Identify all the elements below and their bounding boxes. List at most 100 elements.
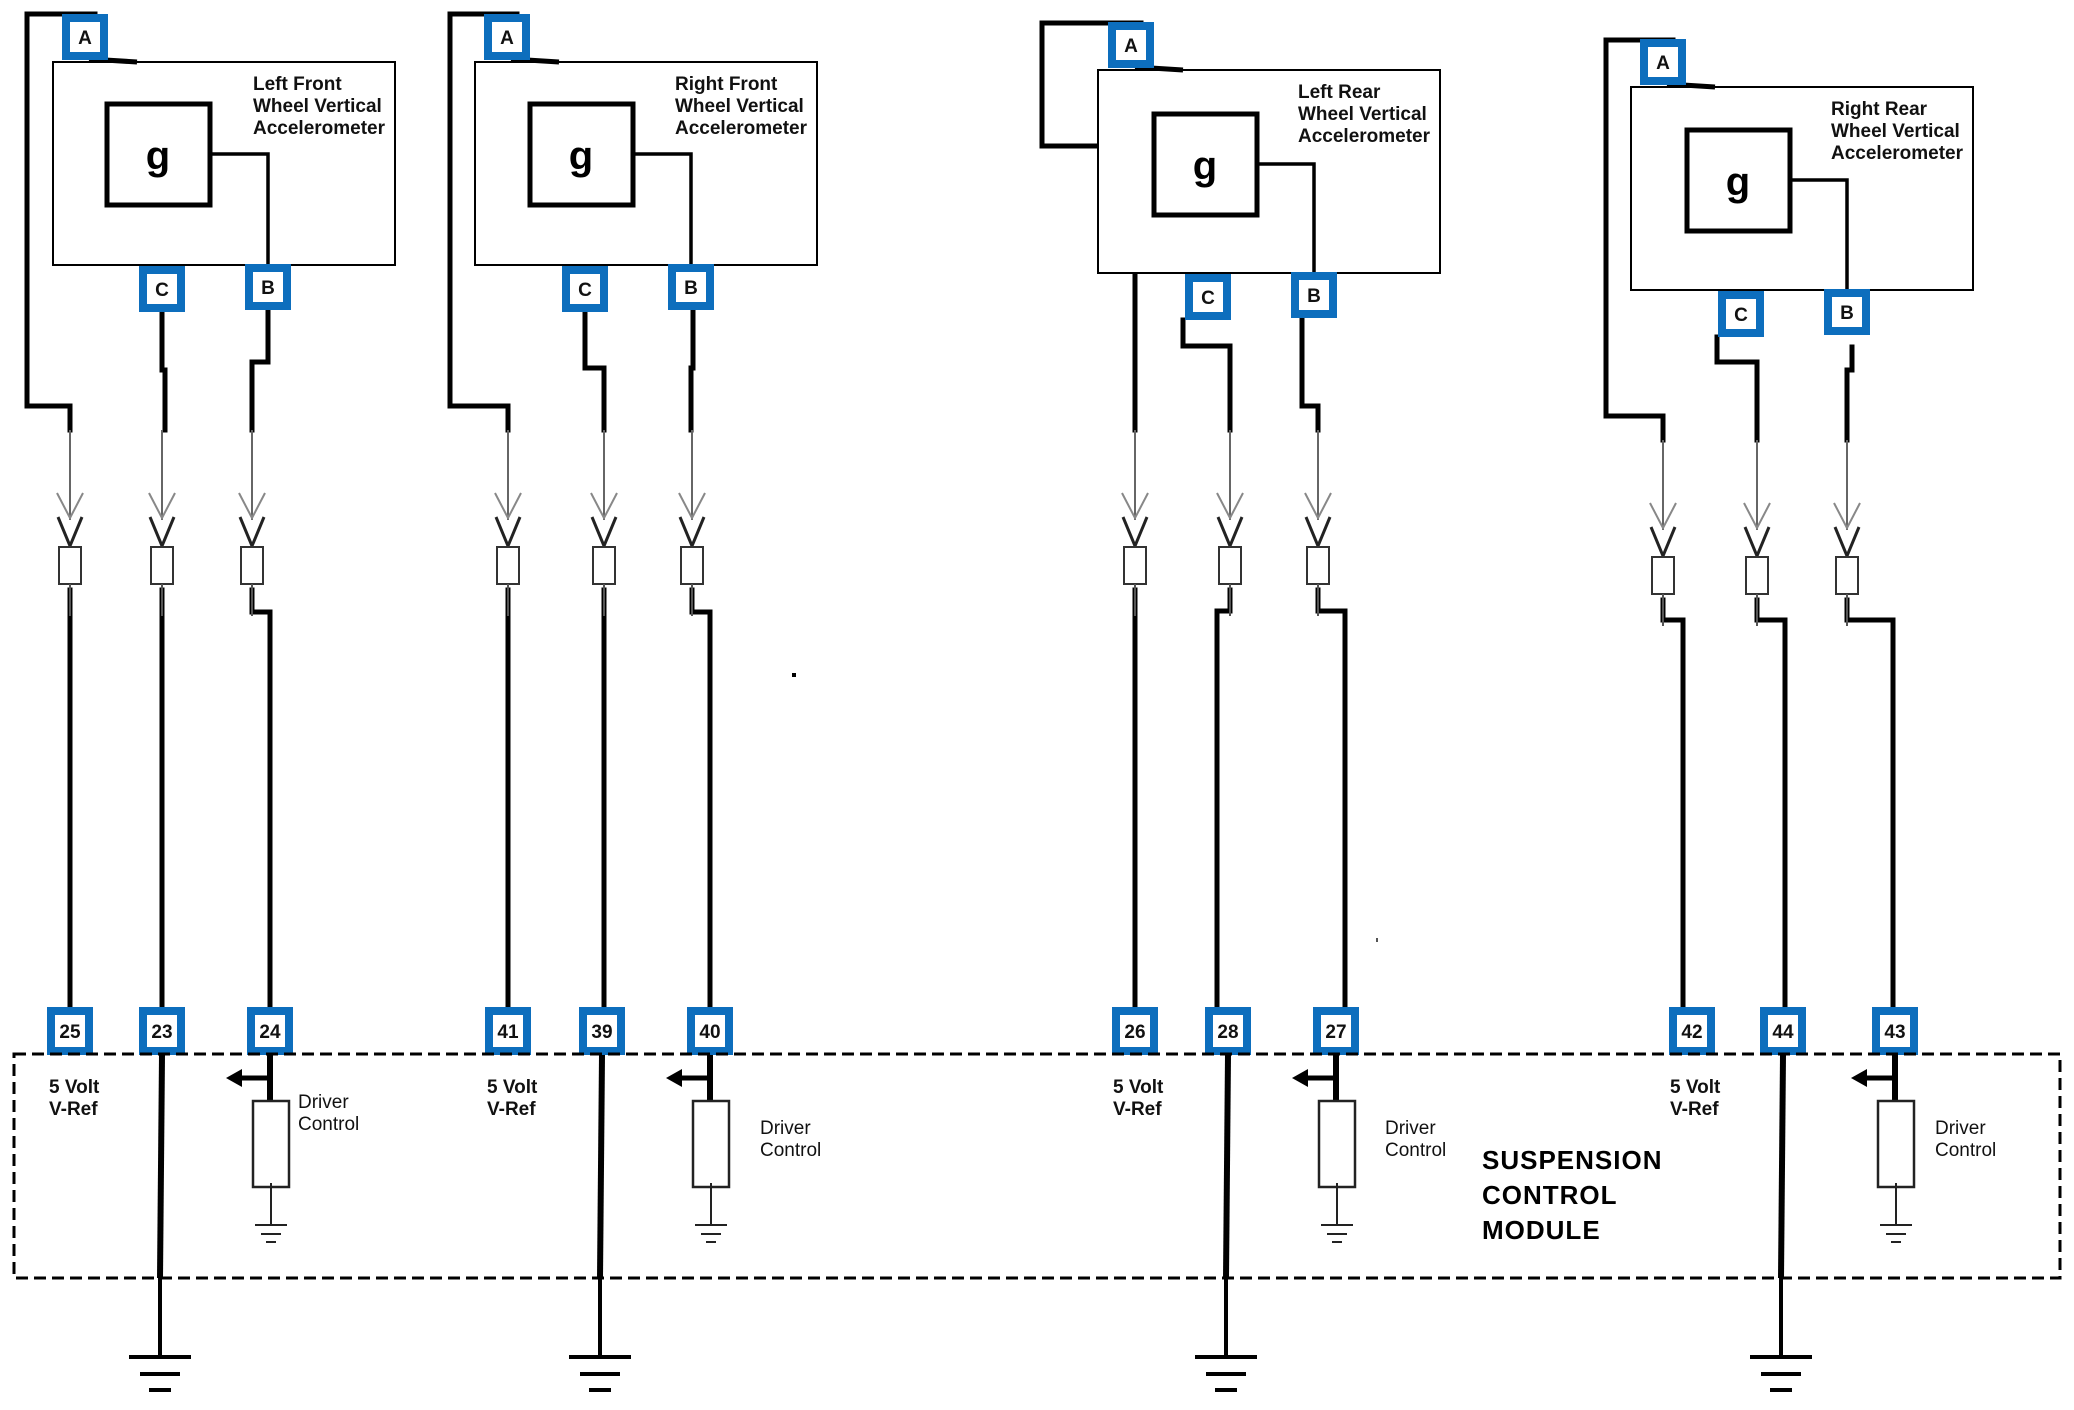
driver-label-line-1: Driver — [298, 1092, 349, 1113]
driver-label-line-2: Control — [1935, 1140, 1996, 1161]
sensor-title-line-3: Accelerometer — [675, 118, 808, 139]
vref-label-line-1: 5 Volt — [487, 1077, 538, 1098]
module-pin-ground: 23 — [139, 1007, 185, 1055]
terminal-c: C — [562, 266, 608, 312]
wire-terminal-a — [1603, 37, 1676, 443]
terminal-b-frame — [668, 264, 714, 310]
module-pin-vref-frame — [47, 1007, 93, 1055]
driver-control-circuit — [226, 1055, 291, 1225]
internal-signal-wire — [1788, 178, 1849, 292]
vref-label-line-1: 5 Volt — [1113, 1077, 1164, 1098]
inline-connector-c — [148, 430, 176, 616]
connector-male-arrow-icon — [1833, 502, 1861, 531]
sensor-title-line-2: Wheel Vertical — [253, 96, 382, 117]
module-pin-signal-label: 24 — [259, 1022, 281, 1043]
module-title-line-1: SUSPENSION — [1482, 1145, 1663, 1175]
module-pin-vref-frame — [485, 1007, 531, 1055]
wire-terminal-b — [1844, 344, 1855, 443]
sensor-title-line-2: Wheel Vertical — [1831, 121, 1960, 142]
connector-body — [1835, 556, 1859, 595]
module-ground-wire — [1223, 1054, 1231, 1279]
terminal-b: B — [1291, 272, 1337, 318]
terminal-c-label: C — [155, 280, 169, 301]
inline-connector-c — [1743, 440, 1771, 626]
accelerometer-element — [104, 101, 213, 208]
connector-female-socket-icon — [1649, 526, 1677, 560]
inline-connector-b — [1304, 430, 1332, 616]
inline-connector-a — [1121, 430, 1149, 616]
wire-terminal-a — [24, 11, 98, 433]
arrow-left-icon — [1851, 1069, 1867, 1087]
sensor-housing — [1630, 86, 1974, 291]
connector-body — [240, 546, 264, 585]
connector-female-socket-icon — [1833, 526, 1861, 560]
wire-vref-to-module — [1660, 597, 1686, 1009]
vref-label-line-1: 5 Volt — [49, 1077, 100, 1098]
internal-signal-wire — [631, 152, 693, 267]
sensor-title-line-1: Right Front — [675, 74, 778, 95]
connector-female-socket-icon — [238, 516, 266, 550]
g-icon: g — [146, 134, 170, 178]
driver-label-line-2: Control — [1385, 1140, 1446, 1161]
terminal-a-label: A — [78, 28, 92, 49]
module-pin-ground-label: 23 — [151, 1022, 172, 1043]
module-pin-signal: 40 — [687, 1007, 733, 1055]
connector-male-arrow-icon — [1649, 502, 1677, 531]
inline-connector-c — [590, 430, 618, 616]
arrow-left-icon — [666, 1069, 682, 1087]
ground-icon — [129, 1355, 191, 1392]
g-icon: g — [1726, 160, 1750, 204]
connector-body — [1306, 546, 1330, 585]
module-pin-signal-frame — [687, 1007, 733, 1055]
sensor-title-line-3: Accelerometer — [1298, 126, 1431, 147]
module-pin-signal: 43 — [1872, 1007, 1918, 1055]
module-pin-vref-frame — [1669, 1007, 1715, 1055]
connector-male-arrow-icon — [494, 492, 522, 521]
wire-terminal-c — [159, 309, 168, 433]
sensor-title-line-1: Right Rear — [1831, 99, 1928, 120]
connector-male-arrow-icon — [1216, 492, 1244, 521]
terminal-c: C — [139, 266, 185, 312]
chassis-ground-icon — [695, 1224, 727, 1243]
driver-control-circuit — [1851, 1055, 1916, 1225]
connector-male-arrow-icon — [148, 492, 176, 521]
inline-connector-b — [1833, 440, 1861, 626]
module-pin-vref-frame — [1112, 1007, 1158, 1055]
connector-male-arrow-icon — [1304, 492, 1332, 521]
wire-terminal-b — [688, 309, 696, 433]
wire-ground-to-module — [1754, 597, 1788, 1009]
sensor-housing — [1097, 69, 1441, 274]
connector-body — [1745, 556, 1769, 595]
terminal-a: A — [62, 14, 108, 60]
terminal-a: A — [484, 14, 530, 60]
module-title-line-3: MODULE — [1482, 1215, 1601, 1245]
terminal-b: B — [245, 264, 291, 310]
wire-signal-to-module — [249, 587, 273, 1009]
terminal-c-label: C — [1734, 305, 1748, 326]
connector-male-arrow-icon — [56, 492, 84, 521]
terminal-c-frame — [562, 266, 608, 312]
module-pin-ground: 28 — [1205, 1007, 1251, 1055]
wire-terminal-b — [249, 309, 271, 433]
module-pin-vref-label: 41 — [497, 1022, 519, 1043]
module-pin-vref: 25 — [47, 1007, 93, 1055]
wire-terminal-b — [1299, 317, 1321, 433]
terminal-c-frame — [1718, 291, 1764, 337]
connector-male-arrow-icon — [1121, 492, 1149, 521]
ground-icon — [1750, 1355, 1812, 1392]
vref-label-line-2: V-Ref — [487, 1099, 536, 1120]
sensor-title-line-1: Left Rear — [1298, 82, 1381, 103]
sensor-title-line-3: Accelerometer — [1831, 143, 1964, 164]
terminal-a-label: A — [1656, 53, 1670, 74]
module-boundary — [12, 1052, 2062, 1280]
inline-connector-a — [494, 430, 522, 616]
module-pin-vref: 26 — [1112, 1007, 1158, 1055]
vref-label-line-2: V-Ref — [49, 1099, 98, 1120]
connector-female-socket-icon — [148, 516, 176, 550]
sensor-title-line-2: Wheel Vertical — [1298, 104, 1427, 125]
wire-terminal-c — [582, 309, 607, 433]
